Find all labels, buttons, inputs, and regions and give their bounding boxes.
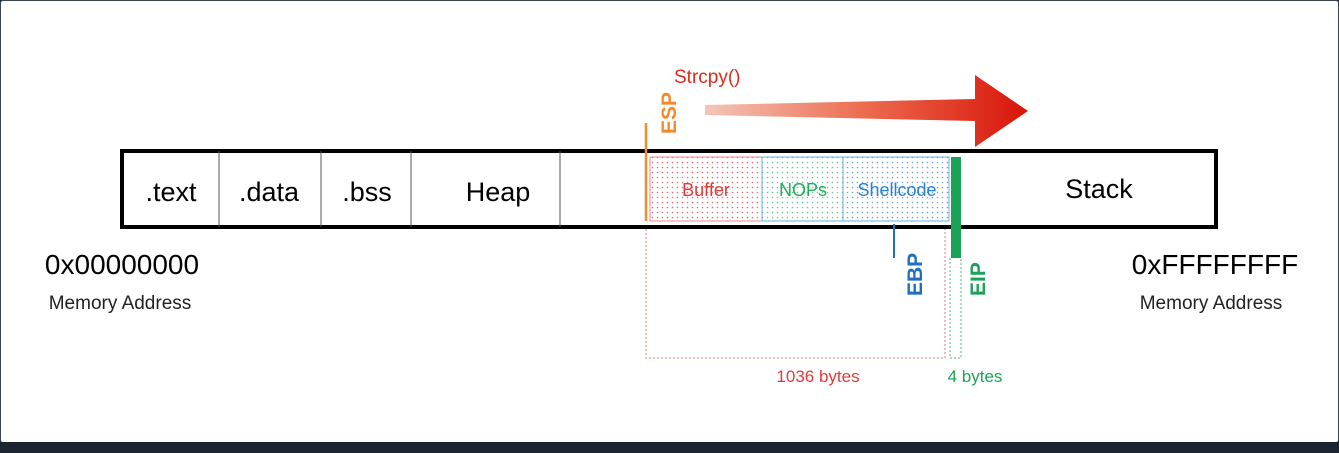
segment-bss-label: .bss [342, 177, 392, 207]
strcpy-arrow [705, 75, 1028, 147]
segment-data-label: .data [239, 177, 300, 207]
nops-region [761, 156, 844, 222]
memory-layout-diagram: Strcpy() .text .data .bss Heap Buffer NO… [45, 67, 1298, 386]
shellcode-region [842, 156, 950, 222]
eip-span-label: 4 bytes [948, 367, 1003, 386]
segment-heap-label: Heap [466, 177, 531, 207]
eip-label: EIP [967, 262, 990, 296]
strcpy-label: Strcpy() [674, 67, 741, 88]
shellcode-label: Shellcode [857, 180, 936, 200]
low-address-caption: Memory Address [49, 293, 192, 314]
buffer-region [649, 156, 763, 222]
buffer-label: Buffer [682, 180, 730, 200]
segment-stack-label: Stack [1065, 174, 1133, 204]
buffer-span-label: 1036 bytes [776, 367, 859, 386]
low-address: 0x00000000 [45, 249, 199, 280]
ebp-label: EBP [904, 253, 927, 296]
eip-span-bracket [949, 258, 962, 359]
buffer-span-bracket [645, 229, 946, 359]
esp-label: ESP [658, 92, 681, 134]
nops-label: NOPs [779, 180, 827, 200]
high-address-caption: Memory Address [1140, 293, 1283, 314]
high-address: 0xFFFFFFFF [1132, 249, 1298, 280]
bottom-bar [0, 442, 1339, 453]
segment-text-label: .text [145, 177, 197, 207]
eip-marker [951, 157, 961, 258]
